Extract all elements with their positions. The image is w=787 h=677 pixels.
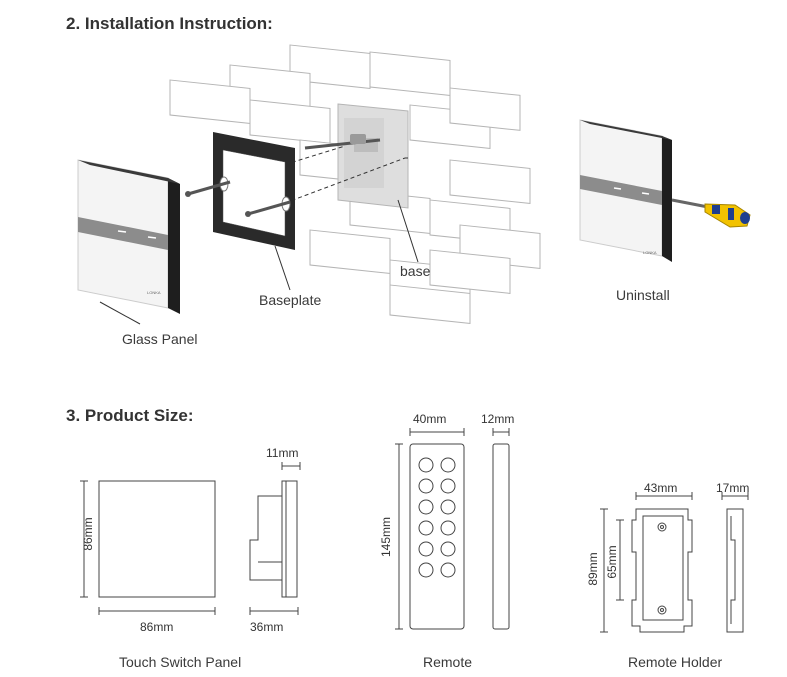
touch-panel-height-dim: 86mm [81, 517, 95, 551]
base-label: base [400, 263, 431, 279]
remote-holder-caption: Remote Holder [628, 654, 723, 670]
holder-width-dim: 43mm [644, 481, 678, 495]
touch-switch-panel-caption: Touch Switch Panel [119, 654, 242, 670]
product-size-heading: 3. Product Size: [66, 406, 194, 425]
remote-holder-side [721, 492, 749, 633]
uninstall-panel-illustration [579, 119, 672, 262]
glass-panel-label: Glass Panel [122, 331, 198, 347]
remote-buttons [418, 457, 456, 578]
installation-diagram [77, 44, 751, 325]
installation-heading: 2. Installation Instruction: [66, 14, 273, 33]
remote-caption: Remote [423, 654, 473, 670]
remote-front [395, 428, 465, 630]
baseplate-label: Baseplate [259, 292, 322, 308]
holder-depth-dim: 17mm [716, 481, 750, 495]
remote-width-dim: 40mm [413, 412, 447, 426]
screwdriver-icon [671, 198, 751, 228]
holder-inner-height-dim: 65mm [605, 545, 619, 579]
screw-icon [185, 180, 291, 217]
remote-height-dim: 145mm [379, 517, 393, 558]
brand-mark: LONKA [643, 250, 657, 255]
wall-base-box [304, 103, 409, 209]
holder-outer-height-dim: 89mm [586, 552, 600, 586]
uninstall-label: Uninstall [616, 287, 670, 303]
touch-panel-side-top-dim: 11mm [266, 446, 299, 460]
glass-panel-illustration [77, 159, 180, 314]
touch-panel-front [98, 480, 216, 598]
touch-panel-side [249, 462, 301, 615]
touch-panel-width-dim: 86mm [140, 620, 174, 634]
remote-thickness-dim: 12mm [481, 412, 515, 426]
touch-panel-depth-dim: 36mm [250, 620, 284, 634]
baseplate [213, 132, 295, 250]
remote-side [492, 428, 510, 630]
brand-mark: LONKA [147, 290, 161, 295]
